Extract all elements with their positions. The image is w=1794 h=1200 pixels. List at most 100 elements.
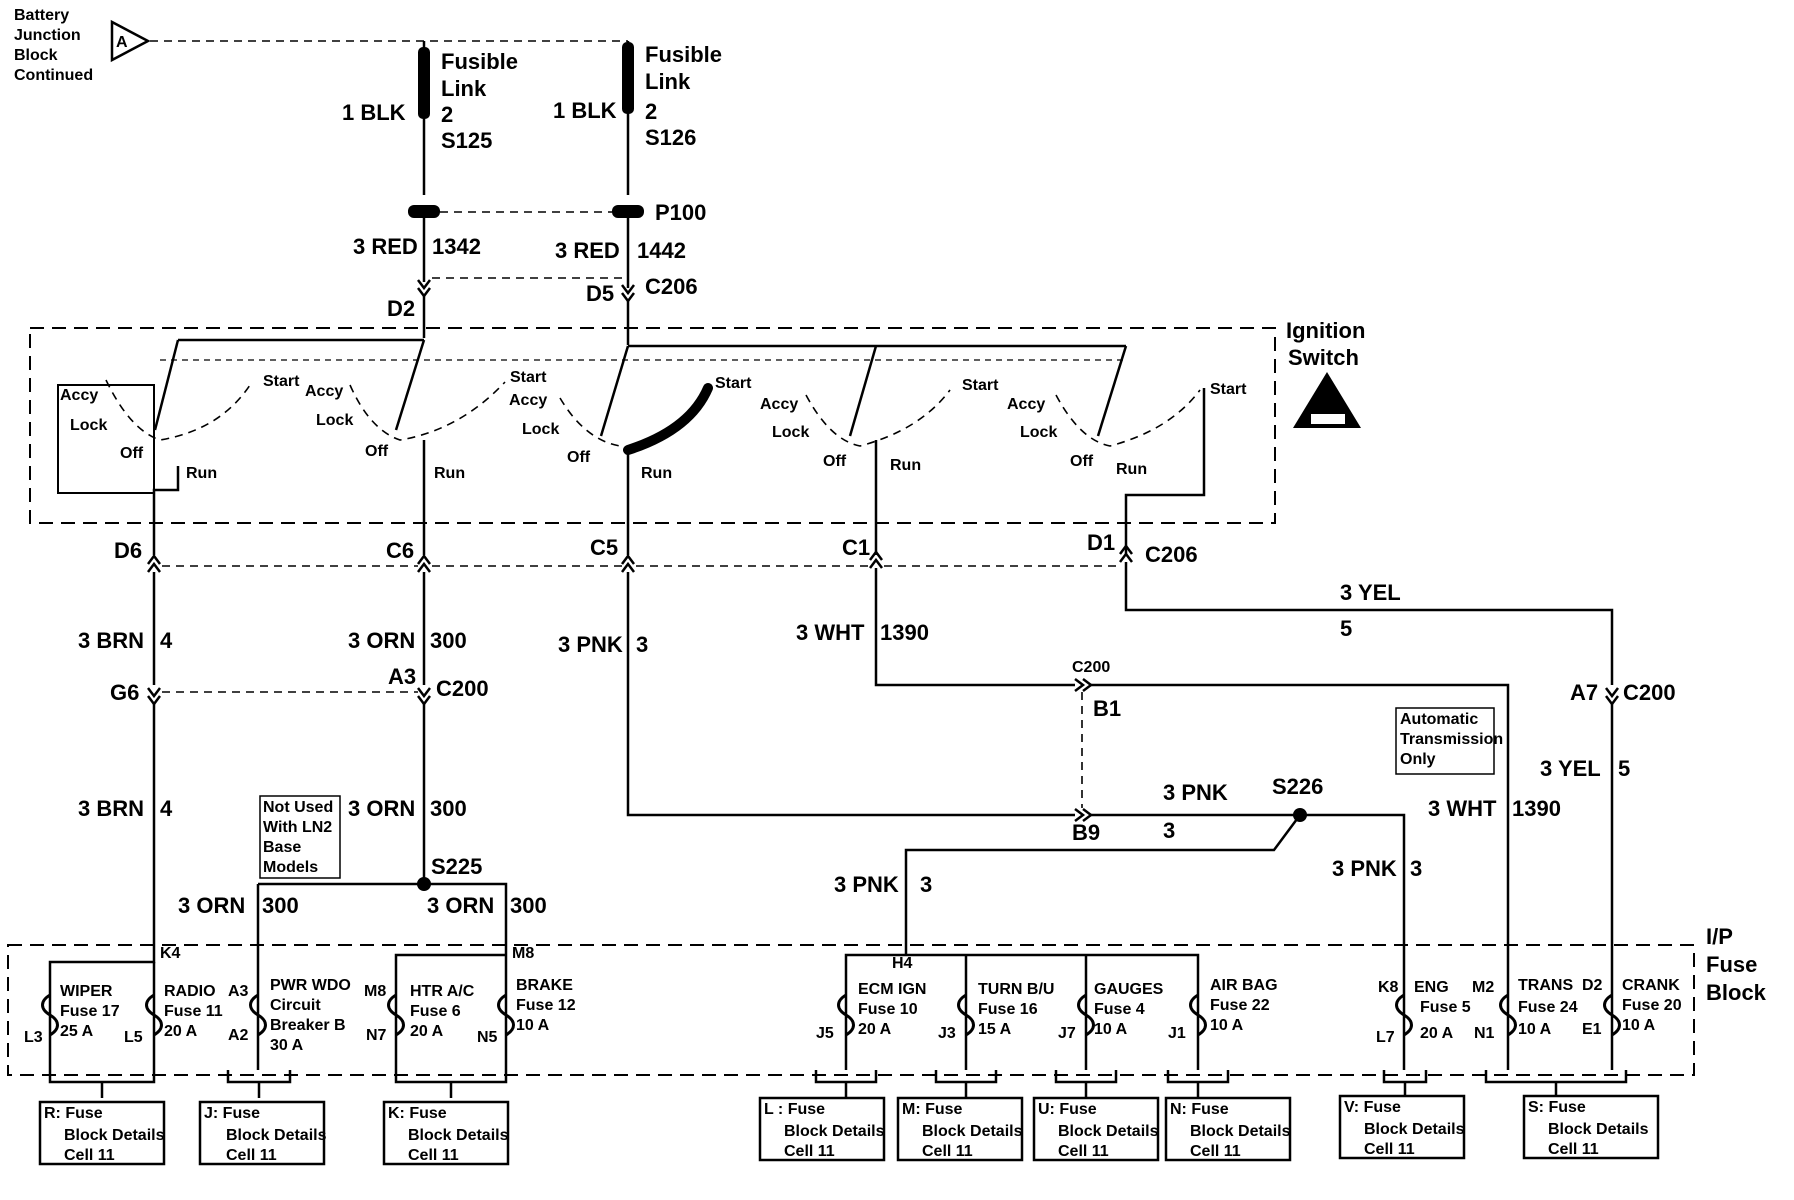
yel-right-circuit: 5	[1618, 756, 1630, 781]
fusible-link-1-gauge: 1 BLK	[342, 100, 406, 125]
detail-box-r[interactable]: R: Fuse Block Details Cell 11	[38, 1100, 166, 1166]
yel-top-color: 3 YEL	[1340, 580, 1401, 605]
fuse-block-box	[7, 944, 1695, 1076]
detail-box-k-l2: Block Details	[408, 1127, 509, 1144]
s3-accy: Accy	[509, 392, 547, 409]
auto-line3: Only	[1400, 751, 1436, 768]
pin-e1: E1	[1582, 1021, 1602, 1038]
auto-line1: Automatic	[1400, 711, 1478, 728]
s5-start: Start	[1210, 381, 1247, 398]
fuse-airbag-rating: 10 A	[1210, 1017, 1244, 1034]
note-automatic: Automatic Transmission Only	[1395, 707, 1503, 775]
bus-htr	[394, 953, 506, 1070]
detail-box-n[interactable]: N: Fuse Block Details Cell 11	[1164, 1096, 1292, 1162]
s4-accy: Accy	[760, 396, 798, 413]
ignition-switch-title1: Ignition	[1286, 318, 1365, 343]
bracket-l	[814, 1070, 878, 1098]
wire-red-1342-color: 3 RED	[353, 234, 418, 259]
c200-left-label: C200	[436, 676, 489, 701]
s1-start: Start	[263, 373, 300, 390]
wire-pnk-s226	[904, 813, 1303, 955]
detail-box-m[interactable]: M: Fuse Block Details Cell 11	[896, 1096, 1024, 1162]
not-used-line4: Models	[263, 859, 318, 876]
pin-a3-fuse: A3	[228, 983, 249, 1000]
wire-pnk-3	[626, 572, 1075, 817]
detail-box-s-l1: S: Fuse	[1528, 1099, 1586, 1116]
orn-right-circuit: 300	[510, 893, 547, 918]
s225-label: S225	[431, 854, 482, 879]
fuse-trans-name: TRANS	[1518, 977, 1573, 994]
detail-box-s-l3: Cell 11	[1548, 1141, 1599, 1158]
wire-red-1342-circuit: 1342	[432, 234, 481, 259]
detail-box-l-l1: L : Fuse	[764, 1101, 825, 1118]
bracket-j	[226, 1070, 292, 1098]
detail-box-k-l3: Cell 11	[408, 1147, 459, 1164]
fuse-htr-fuse: Fuse 6	[410, 1003, 461, 1020]
fuse-trans-symbol	[1499, 993, 1517, 1037]
detail-box-v[interactable]: V: Fuse Block Details Cell 11	[1338, 1094, 1466, 1160]
s5-off: Off	[1070, 453, 1094, 470]
wire-pnk-eng	[1300, 813, 1406, 1015]
pin-n5: N5	[477, 1029, 498, 1046]
fuse-radio-rating: 20 A	[164, 1023, 198, 1040]
s3-lock: Lock	[522, 421, 559, 438]
detail-box-v-l1: V: Fuse	[1344, 1099, 1401, 1116]
orn-top-circuit: 300	[430, 628, 467, 653]
not-used-line1: Not Used	[263, 799, 333, 816]
detail-box-n-l1: N: Fuse	[1170, 1101, 1229, 1118]
fusible-link-1-size: 2	[441, 102, 453, 127]
detail-box-k[interactable]: K: Fuse Block Details Cell 11	[382, 1100, 510, 1166]
s226-label: S226	[1272, 774, 1323, 799]
connector-c200: G6 A3 C200 C200 B1 B9 A7 C200	[110, 659, 1676, 845]
fuse-ecm-fuse: Fuse 10	[858, 1001, 918, 1018]
pin-n1: N1	[1474, 1025, 1495, 1042]
splice-s226	[1293, 808, 1307, 822]
s1-off: Off	[120, 445, 144, 462]
p100-label: P100	[655, 200, 706, 225]
fuse-radio-symbol	[145, 993, 163, 1037]
fuse-crank-name: CRANK	[1622, 977, 1680, 994]
pin-c5: C5	[590, 535, 618, 560]
fusible-link-2-text1: Fusible	[645, 42, 722, 67]
orn-mid-color: 3 ORN	[348, 796, 415, 821]
pin-d2-fuse: D2	[1582, 977, 1603, 994]
bracket-k	[394, 1070, 508, 1098]
pnk-main-circuit: 3	[636, 632, 648, 657]
pin-a2: A2	[228, 1027, 249, 1044]
c206-top-label: C206	[645, 274, 698, 299]
fuse-wiper-rating: 25 A	[60, 1023, 94, 1040]
fuse-wiper-symbol	[41, 993, 59, 1037]
pin-j3: J3	[938, 1025, 956, 1042]
not-used-line3: Base	[263, 839, 301, 856]
fuse-brake-fuse: Fuse 12	[516, 997, 576, 1014]
pnk-main-color: 3 PNK	[558, 632, 623, 657]
detail-box-v-l3: Cell 11	[1364, 1141, 1415, 1158]
detail-box-s-l2: Block Details	[1548, 1121, 1649, 1138]
detail-refs	[48, 1070, 1628, 1098]
detail-box-u[interactable]: U: Fuse Block Details Cell 11	[1032, 1096, 1160, 1162]
detail-box-m-l2: Block Details	[922, 1123, 1023, 1140]
wht-right-circuit: 1390	[1512, 796, 1561, 821]
detail-box-l[interactable]: L : Fuse Block Details Cell 11	[758, 1096, 886, 1162]
yel-right-color: 3 YEL	[1540, 756, 1601, 781]
detail-box-u-l1: U: Fuse	[1038, 1101, 1097, 1118]
detail-box-l-l3: Cell 11	[784, 1143, 835, 1160]
detail-box-j[interactable]: J: Fuse Block Details Cell 11	[198, 1100, 327, 1166]
battery-label-line4: Continued	[14, 67, 93, 84]
switch-section-4: Accy Lock Off Run Start	[760, 345, 999, 474]
not-used-line2: With LN2	[263, 819, 332, 836]
s4-run: Run	[890, 457, 921, 474]
detail-box-s[interactable]: S: Fuse Block Details Cell 11	[1522, 1094, 1660, 1160]
pin-d6: D6	[114, 538, 142, 563]
pnk-left-color: 3 PNK	[834, 872, 899, 897]
battery-label-line1: Battery	[14, 7, 69, 24]
bracket-n	[1166, 1070, 1230, 1098]
connector-c206-top: C206 D2 D5	[387, 274, 698, 321]
bracket-m	[934, 1070, 998, 1098]
fuse-htr-name: HTR A/C	[410, 983, 475, 1000]
ignition-switch-title2: Switch	[1288, 345, 1359, 370]
switch-section-1: Accy Lock Off Run Start	[57, 339, 300, 494]
fusible-link-2-text2: Link	[645, 69, 691, 94]
fusible-link-1-splice: S125	[441, 128, 492, 153]
wht-main-circuit: 1390	[880, 620, 929, 645]
